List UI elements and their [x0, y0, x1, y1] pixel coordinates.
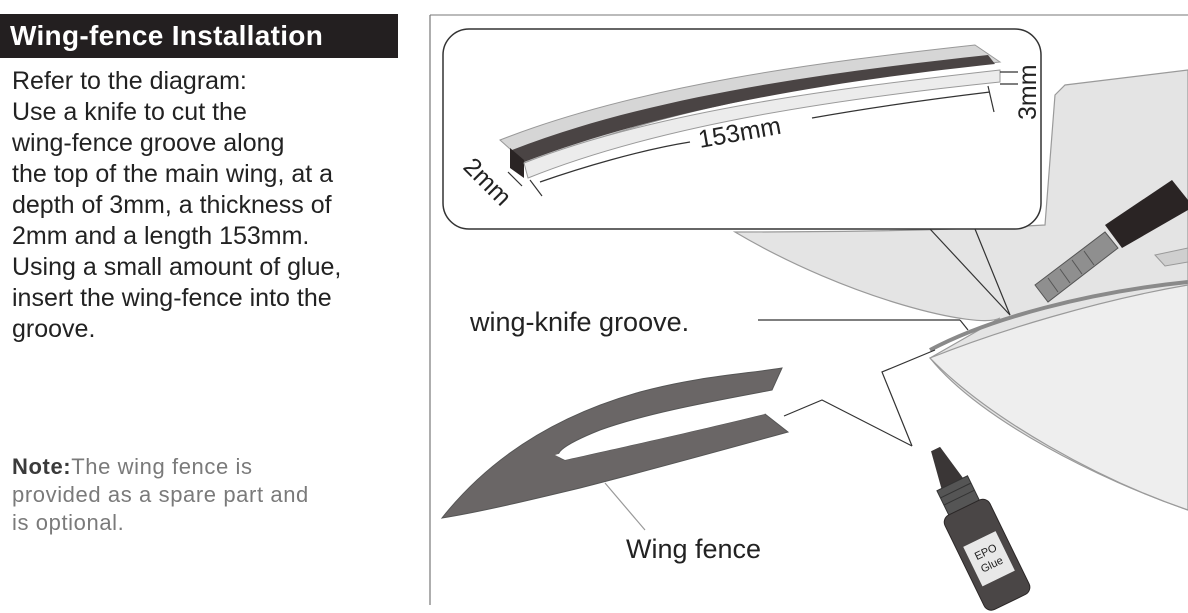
wing-detail: [1154, 247, 1188, 267]
instruction-line: insert the wing-fence into the: [12, 284, 332, 312]
dimension-depth-label: 3mm: [1014, 64, 1042, 120]
wing-fence-part: [440, 367, 790, 519]
note-label: Note:: [12, 454, 72, 479]
dimension-tick: [987, 85, 995, 113]
dimension-tick: [507, 171, 523, 187]
instruction-line: depth of 3mm, a thickness of: [12, 191, 332, 219]
inset-pointer: [929, 228, 1011, 316]
instruction-line: Use a knife to cut the: [12, 98, 247, 126]
groove-callout-line: [959, 319, 969, 331]
instruction-line: groove.: [12, 315, 96, 343]
dimension-arc-length: [539, 141, 691, 183]
glue-pointer-line: [881, 349, 936, 447]
section-title: Wing-fence Installation: [0, 14, 398, 58]
inset-pointer: [974, 228, 1011, 316]
instruction-line: Using a small amount of glue,: [12, 253, 342, 281]
note-line: is optional.: [12, 510, 125, 535]
hobby-knife: [1034, 180, 1188, 303]
note-block: Note:The wing fence is provided as a spa…: [12, 453, 422, 537]
instruction-line: Refer to the diagram:: [12, 67, 247, 95]
wing-leading-edge: [928, 284, 1188, 511]
wing-fence-slot: [555, 408, 765, 460]
instruction-line: the top of the main wing, at a: [12, 160, 334, 188]
instructions-text: Refer to the diagram: Use a knife to cut…: [12, 66, 422, 345]
dimension-tick: [529, 179, 543, 197]
wing-groove: [929, 280, 1188, 352]
note-line: The wing fence is: [71, 454, 253, 479]
dimension-arc-length: [811, 91, 991, 119]
instruction-line: 2mm and a length 153mm.: [12, 222, 310, 250]
detail-inset: [442, 28, 1042, 230]
note-line: provided as a spare part and: [12, 482, 309, 507]
fence-strip-detail: [499, 44, 1002, 179]
fence-callout-line: [604, 482, 646, 531]
instruction-line: wing-fence groove along: [12, 129, 285, 157]
fence-callout-label: Wing fence: [626, 534, 761, 564]
glue-pointer-line: [783, 399, 913, 447]
groove-callout-label: wing-knife groove.: [469, 307, 689, 337]
glue-bottle: EPO Glue: [931, 446, 1031, 611]
